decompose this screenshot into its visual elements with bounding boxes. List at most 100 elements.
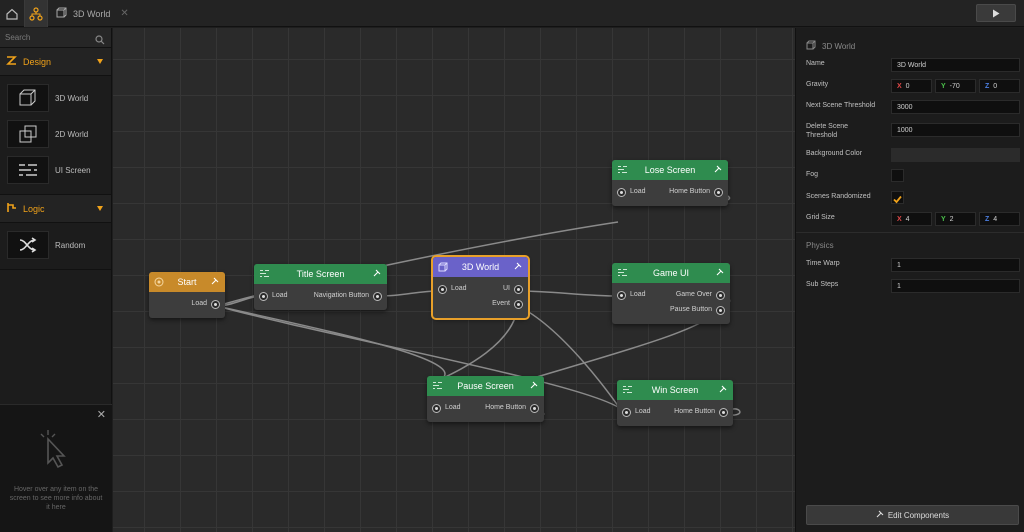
field-value: 2 [949,215,954,223]
time-warp-field[interactable]: 1 [891,258,1020,272]
pin-icon [876,510,884,520]
output-port[interactable] [716,306,725,315]
input-port[interactable] [622,408,631,417]
node-lose-screen[interactable]: Lose Screen Load Home Button [612,160,728,206]
node-header[interactable]: Pause Screen [427,376,544,396]
section-logic[interactable]: Logic [0,195,111,223]
physics-section-label: Physics [806,241,834,250]
home-icon[interactable] [0,0,24,27]
edit-components-button[interactable]: Edit Components [806,505,1019,525]
node-row: Load Navigation Button [254,289,387,304]
graph-tab-icon[interactable] [24,0,48,27]
field-value: 4 [993,215,998,223]
pin-icon[interactable] [719,385,727,395]
output-port[interactable] [716,291,725,300]
node-row: Load Home Button [617,405,733,420]
name-field[interactable]: 3D World [891,58,1020,72]
node-start[interactable]: Start Load [149,272,225,318]
output-port[interactable] [373,292,382,301]
library-item-2d-world[interactable]: 2D World [0,116,111,152]
node-title: Title Screen [296,269,345,279]
cube-icon [438,262,448,274]
port-label: Load [630,291,646,298]
input-port[interactable] [617,291,626,300]
node-title: Game UI [652,268,689,278]
port-label: Load [635,408,651,415]
pin-icon[interactable] [716,268,724,278]
input-port[interactable] [432,404,441,413]
pin-icon[interactable] [514,262,522,272]
library-item-random[interactable]: Random [0,227,111,263]
pin-icon[interactable] [211,277,219,287]
output-port[interactable] [530,404,539,413]
search-icon[interactable] [95,32,105,50]
node-header[interactable]: Game UI [612,263,730,283]
node-header[interactable]: Start [149,272,225,292]
grid-size-label: Grid Size [806,214,835,221]
search-input[interactable] [5,33,85,42]
sidebar: Design 3D World 2D World UI Screen Logic [0,28,112,532]
node-win-screen[interactable]: Win Screen Load Home Button [617,380,733,426]
node-graph-canvas[interactable]: Start Load Title Screen Load Navigation … [113,28,795,532]
library-item-ui-screen[interactable]: UI Screen [0,152,111,188]
input-port[interactable] [438,285,447,294]
scenes-randomized-checkbox[interactable] [891,191,904,204]
node-game-ui[interactable]: Game UI Load Game Over Pause Button [612,263,730,324]
port-label: Home Button [674,408,715,415]
pin-icon[interactable] [714,165,722,175]
pin-icon[interactable] [530,381,538,391]
close-icon[interactable]: ✕ [96,409,106,421]
section-design[interactable]: Design [0,48,111,76]
fog-checkbox[interactable] [891,169,904,182]
name-label: Name [806,60,825,67]
next-threshold-field[interactable]: 3000 [891,100,1020,114]
node-row: Event [433,297,528,312]
port-label: Home Button [485,404,526,411]
node-title-screen[interactable]: Title Screen Load Navigation Button [254,264,387,310]
node-header[interactable]: 3D World [433,257,528,277]
node-row: Load Home Button [612,185,728,200]
node-row: Load Game Over [612,288,730,303]
port-label: Load [630,188,646,195]
node-3d-world[interactable]: 3D World Load UI Event [431,255,530,320]
axis-z: Z [985,215,990,223]
ui-screen-icon [432,381,443,392]
axis-z: Z [985,82,990,90]
design-icon [6,55,17,68]
chevron-down-icon[interactable] [97,206,103,211]
squares-icon [7,120,49,148]
play-button[interactable] [976,4,1016,22]
close-tab-icon[interactable]: ✕ [120,8,129,19]
sub-steps-field[interactable]: 1 [891,279,1020,293]
background-color-swatch[interactable] [891,148,1020,162]
node-pause-screen[interactable]: Pause Screen Load Home Button [427,376,544,422]
tab-3d-world[interactable]: 3D World ✕ [52,0,129,27]
shuffle-icon [7,231,49,259]
library-item-label: UI Screen [55,165,91,175]
sub-steps-label: Sub Steps [806,281,839,288]
output-port[interactable] [211,300,220,309]
input-port[interactable] [259,292,268,301]
output-port[interactable] [714,188,723,197]
delete-threshold-field[interactable]: 1000 [891,123,1020,137]
cube-icon [56,7,67,20]
pin-icon[interactable] [373,269,381,279]
library-item-3d-world[interactable]: 3D World [0,80,111,116]
chevron-down-icon[interactable] [97,59,103,64]
node-header[interactable]: Lose Screen [612,160,728,180]
output-port[interactable] [514,300,523,309]
field-value: 4 [905,215,910,223]
node-header[interactable]: Win Screen [617,380,733,400]
node-header[interactable]: Title Screen [254,264,387,284]
input-port[interactable] [617,188,626,197]
checkmark-icon [893,195,902,204]
gravity-y-field[interactable]: Y-70 [935,79,976,93]
output-port[interactable] [719,408,728,417]
output-port[interactable] [514,285,523,294]
